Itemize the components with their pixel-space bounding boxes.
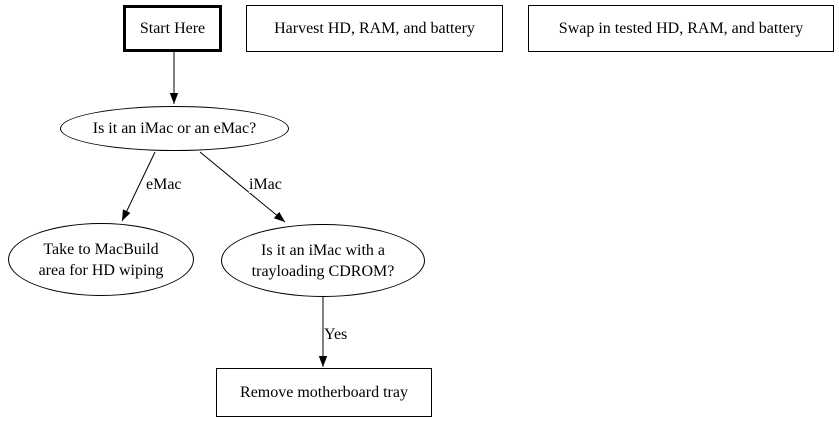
node-trayloading-line1: Is it an iMac with a [261, 241, 385, 259]
node-macbuild: Take to MacBuild area for HD wiping [8, 223, 194, 296]
edge-label-emac: eMac [146, 176, 182, 193]
edge-label-yes: Yes [324, 326, 348, 343]
node-start-here: Start Here [123, 5, 222, 52]
node-macbuild-line1: Take to MacBuild [43, 240, 159, 258]
node-trayloading: Is it an iMac with a trayloading CDROM? [221, 224, 425, 297]
node-remove-tray: Remove motherboard tray [216, 368, 432, 417]
node-harvest: Harvest HD, RAM, and battery [246, 5, 503, 52]
node-start-here-label: Start Here [139, 20, 206, 37]
node-harvest-label: Harvest HD, RAM, and battery [274, 20, 475, 37]
node-swap-label: Swap in tested HD, RAM, and battery [558, 20, 804, 37]
edge-question-to-trayloading [199, 151, 286, 223]
node-question-mac-type: Is it an iMac or an eMac? [60, 106, 289, 151]
edge-label-imac: iMac [249, 176, 282, 193]
edge-question-to-macbuild [121, 151, 156, 222]
node-macbuild-line2: area for HD wiping [38, 261, 164, 279]
node-swap: Swap in tested HD, RAM, and battery [528, 5, 834, 52]
node-question-mac-type-label: Is it an iMac or an eMac? [92, 120, 257, 137]
node-remove-tray-label: Remove motherboard tray [240, 384, 408, 401]
node-trayloading-line2: trayloading CDROM? [251, 262, 395, 280]
